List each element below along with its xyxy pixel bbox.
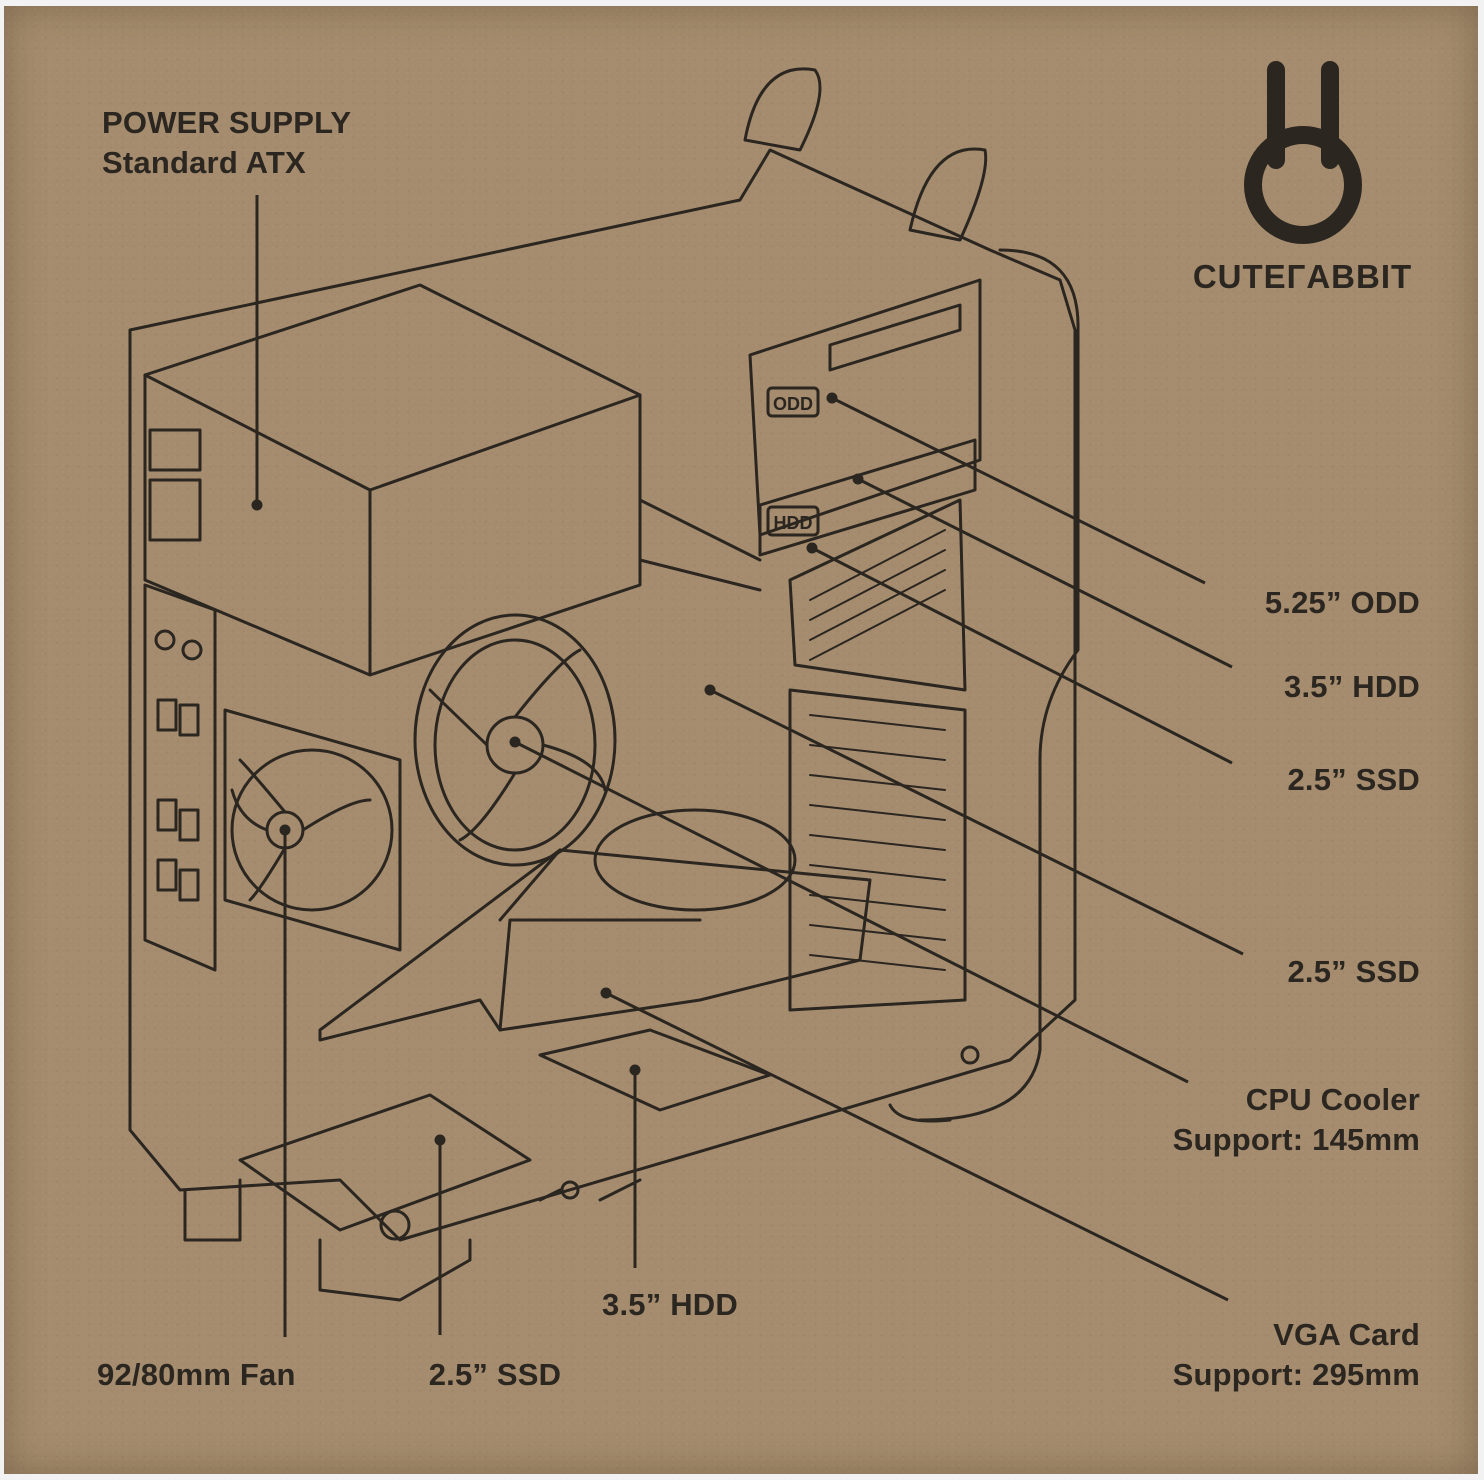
vga-card [318, 848, 872, 1042]
power-supply-sub: Standard ATX [102, 145, 306, 180]
power-supply-title: POWER SUPPLY [102, 105, 352, 140]
leader-vga [605, 991, 1229, 1302]
bottom-ssd [238, 1093, 532, 1232]
leader-cpu [514, 740, 1189, 1084]
psu-switch [148, 428, 202, 472]
handle-right [908, 147, 988, 242]
leader-odd [831, 396, 1206, 585]
bottom-hdd [538, 1028, 772, 1112]
label-odd: 5.25” ODD [1264, 585, 1420, 620]
label-power-supply: POWER SUPPLY Standard ATX [102, 103, 351, 183]
psu-box [143, 283, 642, 677]
front-panel [918, 248, 1080, 1122]
leader-ssd-mid [709, 688, 1244, 956]
label-ssd-bottom: 2.5” SSD [428, 1357, 562, 1392]
handle-left [743, 67, 822, 152]
label-ssd-mid: 2.5” SSD [1287, 954, 1420, 989]
label-ssd-top: 2.5” SSD [1287, 762, 1420, 797]
hdd-bay [758, 438, 977, 557]
leader-ssd-top [811, 546, 1233, 765]
label-fan: 92/80mm Fan [97, 1357, 296, 1392]
rear-fan [223, 708, 402, 952]
odd-bay [748, 278, 982, 537]
label-hdd-bottom: 3.5” HDD [602, 1287, 738, 1322]
brand-name: CUTEГABBIT [1192, 258, 1413, 295]
vga-sub: Support: 295mm [1172, 1357, 1420, 1392]
vga-title: VGA Card [1273, 1317, 1420, 1352]
label-cpu-cooler: CPU Cooler Support: 145mm [1173, 1080, 1420, 1160]
cpu-cooler-sub: Support: 145mm [1172, 1122, 1420, 1157]
io-shield [143, 583, 217, 972]
psu-socket [148, 478, 202, 542]
leader-hdd-top [857, 477, 1233, 669]
rabbit-logo-icon [1244, 61, 1362, 244]
case-hdd-mark: HDD [774, 513, 813, 533]
case-outline [128, 148, 1077, 1242]
label-hdd-top: 3.5” HDD [1284, 669, 1420, 704]
label-vga: VGA Card Support: 295mm [1173, 1315, 1420, 1395]
case-odd-mark: ODD [773, 394, 813, 414]
front-mesh [788, 498, 967, 692]
cpu-cooler-title: CPU Cooler [1245, 1082, 1420, 1117]
cpu-fan [413, 613, 617, 867]
cardboard-box [4, 6, 1478, 1474]
